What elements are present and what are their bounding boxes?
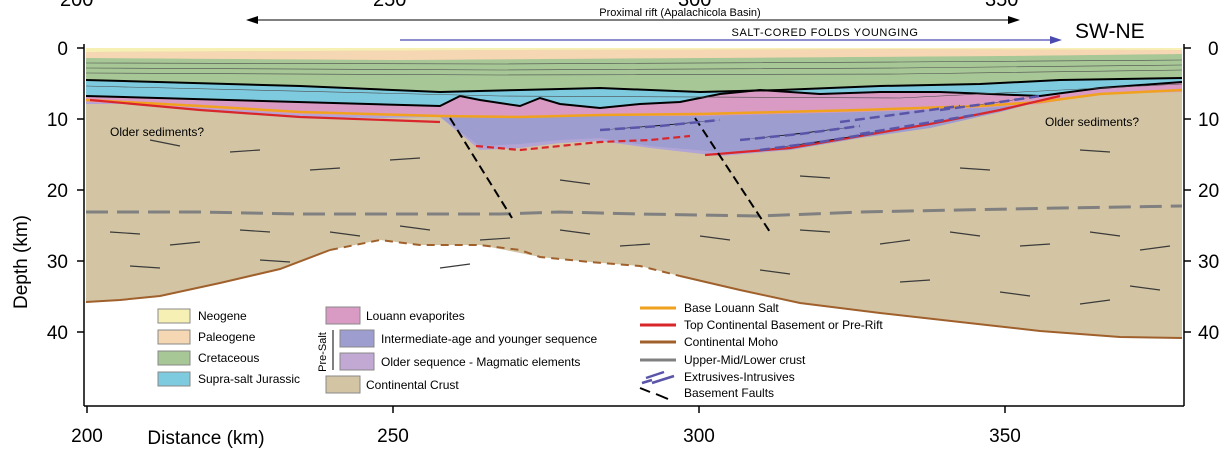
depth-tick-label-left: 20 xyxy=(47,181,68,202)
legend-symbol-extrusives xyxy=(641,370,675,385)
distance-tick-label: 300 xyxy=(683,426,715,447)
legend-swatch-continental-crust xyxy=(325,375,361,394)
base-cretaceous-horizon xyxy=(85,77,1183,94)
moho-line-left xyxy=(85,249,331,303)
depth-tick-label-right: 10 xyxy=(1198,110,1219,131)
legend-swatch-paleogene xyxy=(157,329,191,345)
older-sediments-left: Older sediments? xyxy=(110,125,204,139)
legend-label: Continental Crust xyxy=(366,378,459,392)
distance-tick-label: 350 xyxy=(989,426,1021,447)
moho-line-dashed xyxy=(329,238,681,277)
top-tick-label: 300 xyxy=(678,0,711,11)
legend-label: Louann evaporites xyxy=(366,309,465,323)
pre-salt-label: Pre-Salt xyxy=(317,332,329,372)
legend-label: Intermediate-age and younger sequence xyxy=(381,332,597,346)
legend-label: Supra-salt Jurassic xyxy=(198,372,300,386)
distance-ticks xyxy=(86,406,1006,413)
salt-folds-label: SALT-CORED FOLDS YOUNGING xyxy=(732,27,919,39)
legend-label: Top Continental Basement or Pre-Rift xyxy=(684,318,883,332)
header-annotations: Proximal rift (Apalachicola Basin) SALT-… xyxy=(246,7,1145,44)
legend-label: Basement Faults xyxy=(684,386,774,400)
older-sediments-right: Older sediments? xyxy=(1045,115,1139,129)
basement-fault-right xyxy=(694,117,771,233)
top-louann-horizon xyxy=(85,81,1183,110)
extrusive-intrusive-markers xyxy=(599,94,1041,152)
y-axis-label: Depth (km) xyxy=(11,215,32,309)
legend-label: Extrusives-Intrusives xyxy=(684,370,795,384)
legend-swatch-intermediate xyxy=(339,329,375,348)
depth-ticks-right xyxy=(1184,47,1191,333)
legend-swatch-cretaceous xyxy=(157,350,191,366)
axes: 0 10 20 30 40 0 10 20 30 40 200 250 300 … xyxy=(11,39,1219,449)
legend-label: Neogene xyxy=(198,309,247,323)
top-basement-line-right xyxy=(704,94,1061,157)
upper-lower-crust-boundary xyxy=(86,204,1183,218)
depth-tick-label-right: 40 xyxy=(1198,323,1219,344)
top-basement-line-center xyxy=(475,134,691,152)
span-arrowhead-right xyxy=(1008,16,1020,24)
depth-tick-label-left: 30 xyxy=(47,252,68,273)
basement-fabric xyxy=(109,139,1171,305)
depth-ticks-left xyxy=(77,47,84,333)
depth-tick-label-left: 0 xyxy=(57,39,68,60)
distance-tick-label: 200 xyxy=(71,426,103,447)
legend-swatch-jurassic xyxy=(157,371,191,387)
legend-label: Continental Moho xyxy=(684,335,778,349)
paleogene-unit xyxy=(86,48,1182,60)
neogene-unit xyxy=(86,48,1182,52)
proximal-rift-label: Proximal rift (Apalachicola Basin) xyxy=(599,7,760,19)
top-tick-label: 250 xyxy=(373,0,406,11)
moho-line-right xyxy=(679,275,1183,339)
legend-label: Paleogene xyxy=(198,330,256,344)
depth-tick-label-left: 40 xyxy=(47,323,68,344)
top-tick-label: 200 xyxy=(60,0,93,11)
x-axis-label: Distance (km) xyxy=(147,428,264,449)
legend-label: Upper-Mid/Lower crust xyxy=(684,353,806,367)
orientation-label: SW-NE xyxy=(1075,20,1145,43)
cross-section: Older sediments? Older sediments? xyxy=(85,48,1183,339)
legend-swatch-neogene xyxy=(157,308,191,324)
depth-tick-label-right: 30 xyxy=(1198,252,1219,273)
distance-tick-label: 250 xyxy=(377,426,409,447)
top-basement-line-left xyxy=(89,98,441,124)
basement-fault-left xyxy=(449,117,513,219)
top-distance-ticks: 200 250 300 350 xyxy=(60,0,1018,11)
span-arrowhead-left xyxy=(246,16,258,24)
legend-label: Older sequence - Magmatic elements xyxy=(381,355,580,369)
legend-symbol-faults xyxy=(639,387,669,400)
legend-label: Cretaceous xyxy=(198,351,259,365)
legend: Neogene Paleogene Cretaceous Supra-salt … xyxy=(157,301,883,400)
legend-swatch-older-sequence xyxy=(339,352,375,371)
legend-label: Base Louann Salt xyxy=(684,301,779,315)
internal-bedding xyxy=(85,59,1183,99)
depth-tick-label-right: 20 xyxy=(1198,181,1219,202)
salt-folds-arrowhead xyxy=(1050,36,1062,44)
top-tick-label: 350 xyxy=(985,0,1018,11)
legend-swatch-louann xyxy=(325,306,361,325)
depth-tick-label-left: 10 xyxy=(47,110,68,131)
depth-tick-label-right: 0 xyxy=(1208,39,1219,60)
